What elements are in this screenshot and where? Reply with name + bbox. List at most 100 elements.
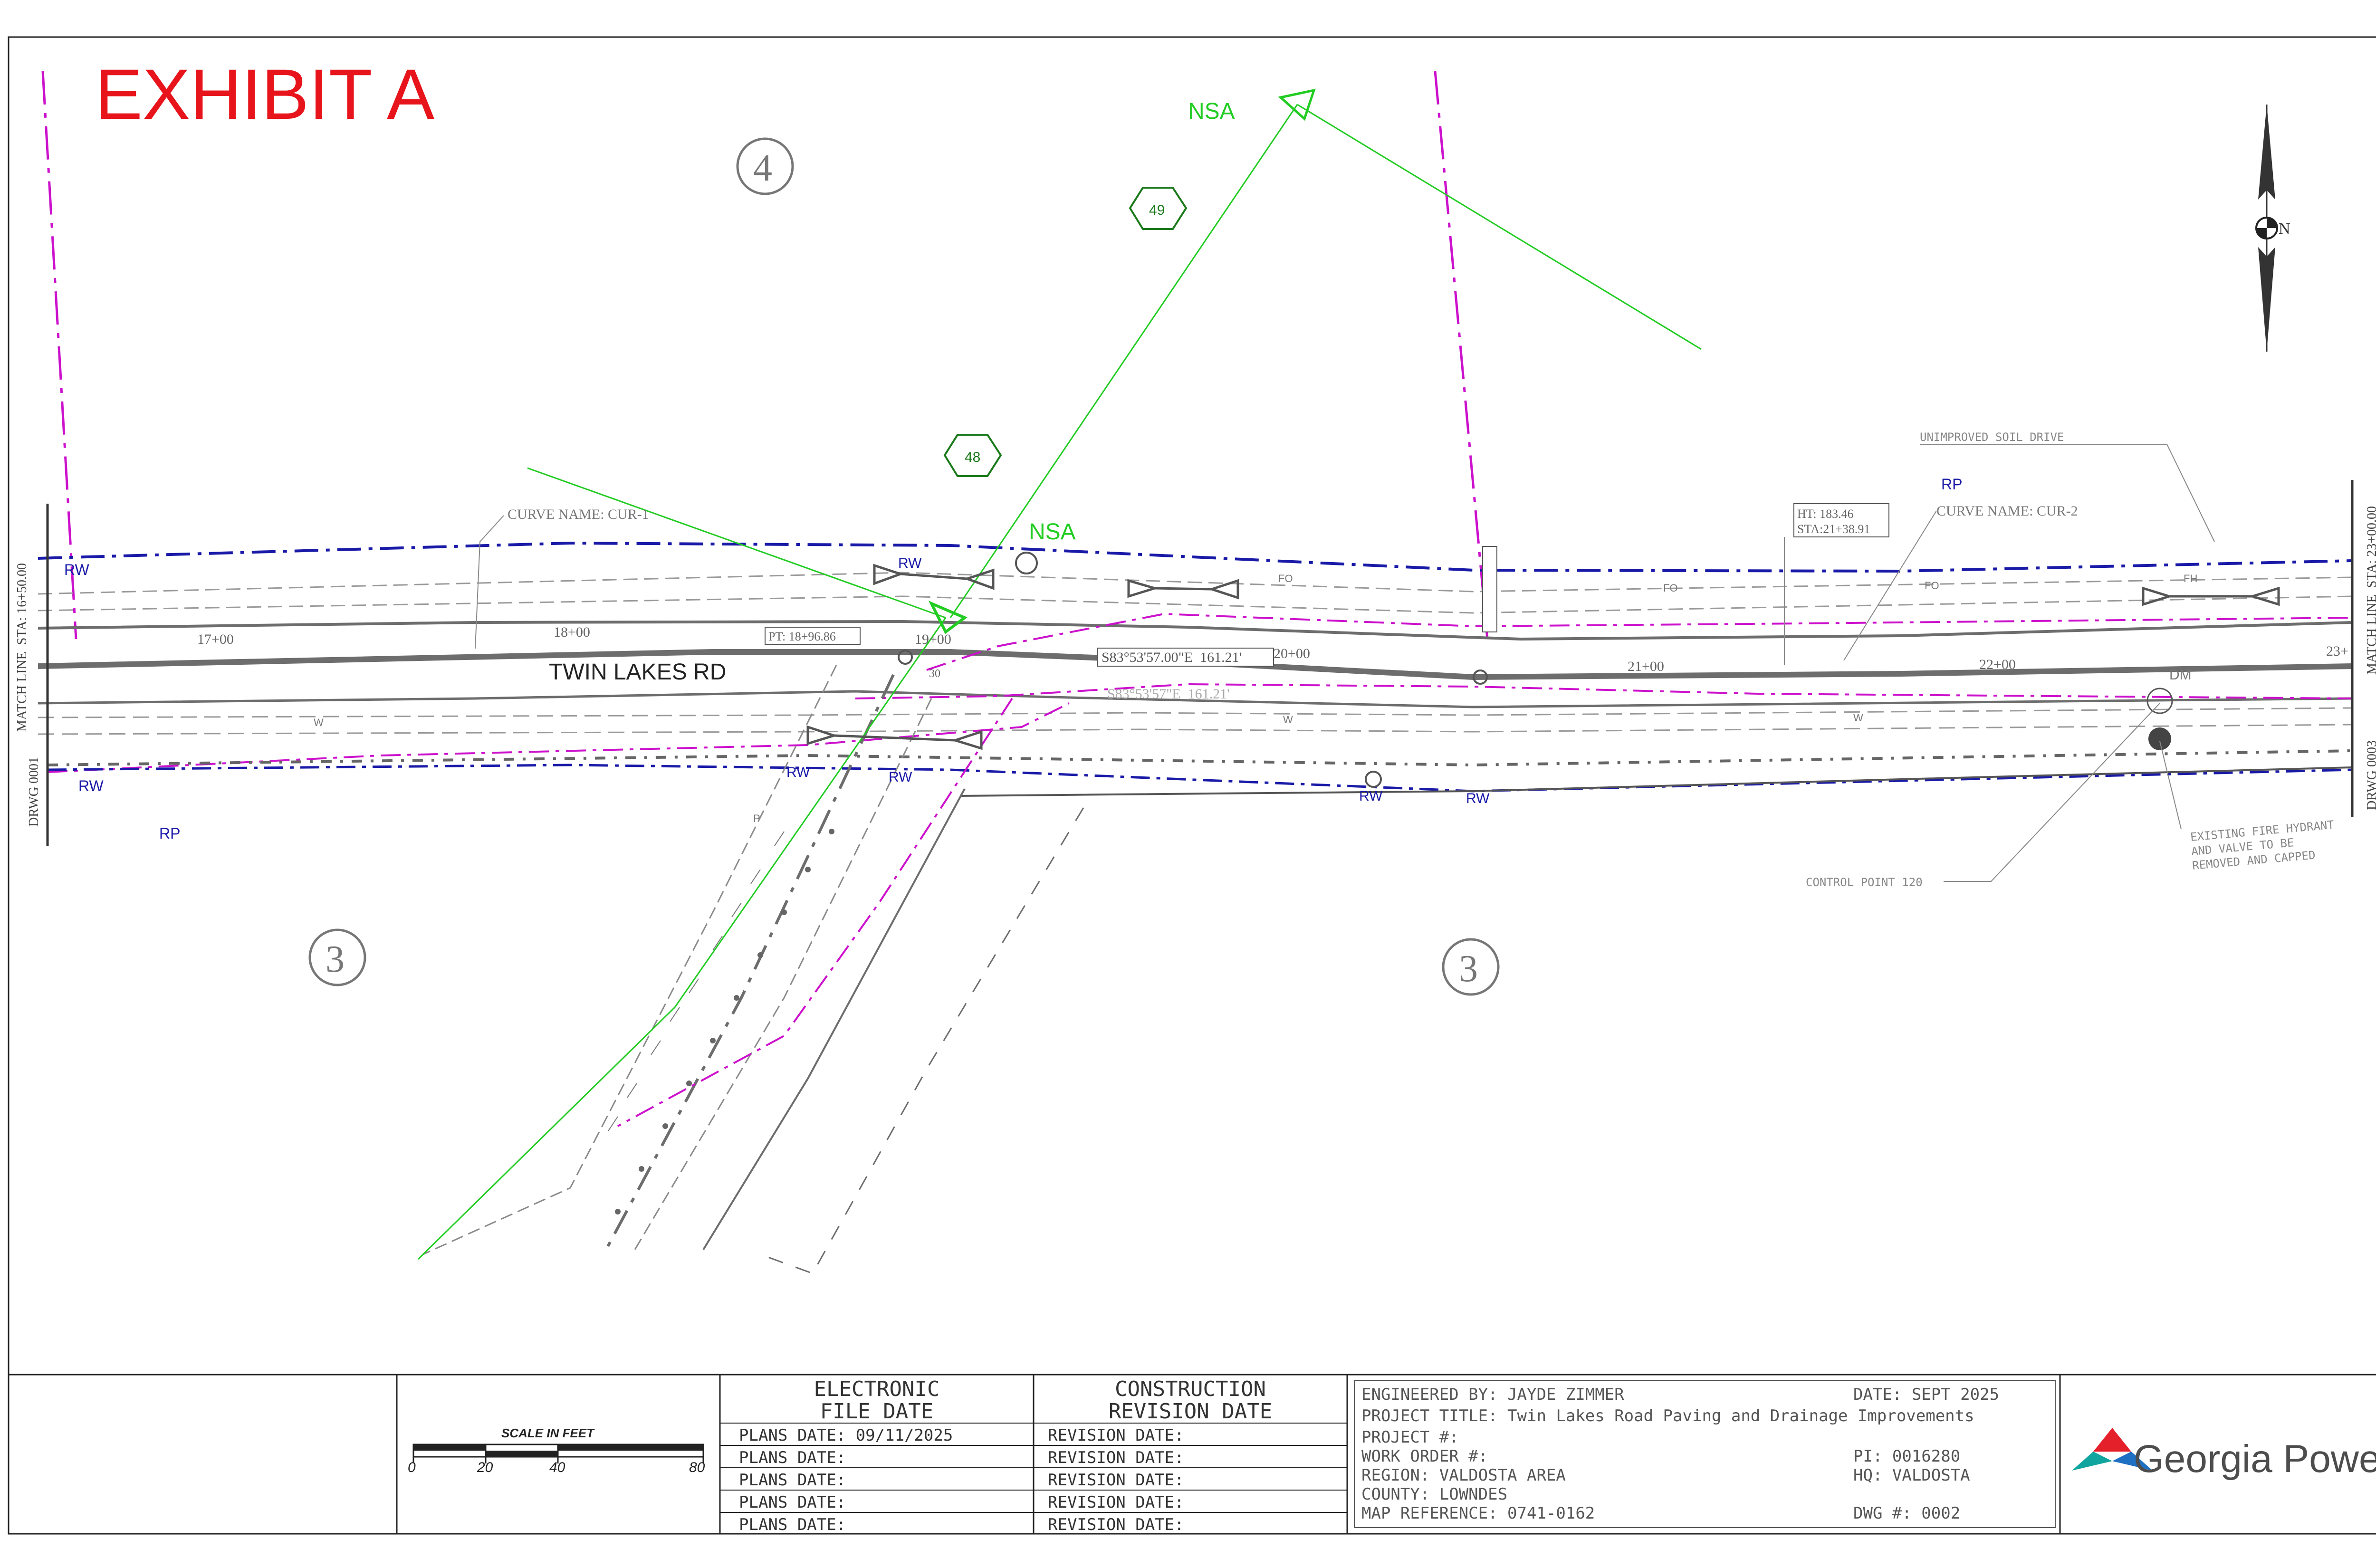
georgia-power-logo: Georgia Power [2072,1428,2376,1481]
valve-symbol [2148,727,2171,750]
electronic-file-date-table: ELECTRONIC FILE DATE PLANS DATE: 09/11/2… [720,1377,1034,1534]
road-utility-line-2 [38,595,2353,614]
bearing-label-1: S83°53'57.00"E 161.21' [1102,650,1242,665]
diagonal-road-1 [602,674,895,1255]
parcel-marker-3-west [308,928,366,986]
station-17: 17+00 [197,631,234,647]
construction-row-1: REVISION DATE: [1048,1426,1184,1445]
engineered-by: ENGINEERED BY: JAYDE ZIMMER [1361,1385,1624,1404]
logo-red-facet [2093,1428,2131,1452]
map-drawing [38,71,2354,1274]
north-label: N [2279,220,2290,238]
electronic-row-3: PLANS DATE: [739,1471,846,1490]
magenta-proposed-north [926,612,2353,671]
leader-hydrant [2159,741,2182,830]
rw-label-sw: RW [78,777,104,794]
diagonal-road-3 [702,788,966,1251]
fh-label: FH [2184,573,2197,584]
pi-number: PI: 0016280 [1853,1447,1960,1466]
guy-dots [615,829,834,1214]
project-title: PROJECT TITLE: Twin Lakes Road Paving an… [1361,1406,1974,1425]
scale-tick-0: 0 [408,1460,416,1475]
diagonal-magenta [617,698,1013,1127]
drwg-right-label: DRWG 0003 [2365,740,2376,810]
rw-label-a: RW [898,555,922,571]
nsa-line-east [1297,104,1702,350]
rw-label-d: RW [1359,788,1383,804]
construction-row-3: REVISION DATE: [1048,1471,1184,1490]
logo-text: Georgia Power [2134,1437,2376,1481]
curve-1-label: CURVE NAME: CUR-1 [508,507,649,522]
road-utility-line-1 [38,572,2353,595]
bearing-label-box [1097,648,1274,667]
pt-label: PT: 18+96.86 [768,630,836,643]
station-18: 18+00 [554,624,590,640]
county: COUNTY: LOWNDES [1361,1485,1507,1504]
road-edge-north [38,620,2353,641]
rw-label-b: RW [786,765,810,780]
station-20: 20+00 [1274,646,1310,661]
title-block: SCALE IN FEET 0 20 40 80 ELECTRONIC FILE… [396,1375,2376,1534]
w-label-2: W [1283,714,1293,726]
rw-label-e: RW [1466,791,1490,806]
match-line-right-label: MATCH LINE STA: 23+00.00 [2365,506,2376,675]
match-line-left-label: MATCH LINE STA: 16+50.00 [15,563,29,732]
construction-header-1: CONSTRUCTION [1115,1377,1266,1401]
green-tie-diagonal [417,617,947,1260]
construction-row-5: REVISION DATE: [1048,1515,1184,1534]
magenta-proposed-south [47,702,1070,773]
construction-row-2: REVISION DATE: [1048,1448,1184,1467]
electronic-row-1: PLANS DATE: 09/11/2025 [739,1426,953,1445]
electronic-header-1: ELECTRONIC [814,1377,940,1401]
exhibit-title: EXHIBIT A [95,54,434,134]
manhole-4 [1365,771,1382,788]
cross-label-30: 30 [929,668,940,680]
station-21: 21+00 [1628,659,1664,674]
nsa-label-north: NSA [1188,99,1235,124]
fo-label-2: FO [1663,582,1678,594]
pole-49-label: 49 [1149,202,1165,218]
electronic-header-2: FILE DATE [820,1399,933,1424]
electronic-row-4: PLANS DATE: [739,1493,846,1512]
ht-label-box [1793,503,1889,537]
pole-hexagon-49 [1129,187,1188,230]
manhole-2 [898,650,913,665]
project-number: PROJECT #: [1361,1428,1459,1447]
logo-teal-facet [2072,1452,2112,1471]
ht-label: HT: 183.46 [1797,507,1854,521]
diagonal-road-west-edge [422,665,837,1255]
electronic-row-2: PLANS DATE: [739,1448,846,1467]
water-line-2 [38,724,2353,735]
nsa-line-west [527,467,946,619]
nsa-line-north [949,104,1298,618]
rp-label-east: RP [1941,476,1962,493]
vertical-label-box [1482,546,1497,632]
bearing-label-2: S83°53'57"E 161.21' [1107,686,1230,702]
fo-label-1: FO [1278,573,1293,584]
parcel-marker-3-east [1442,938,1500,996]
leader-curve-2 [1843,510,1937,661]
station-19: 19+00 [915,631,951,647]
station-22: 22+00 [1979,657,2016,672]
scale-tick-80: 80 [689,1460,705,1475]
construction-row-4: REVISION DATE: [1048,1493,1184,1512]
water-line-1 [38,707,2353,718]
nsa-triangle-north [1278,88,1316,121]
diagonal-road-2 [631,698,932,1255]
leader-curve-1 [475,515,504,649]
road-utility-south [47,749,2353,767]
rp-label-west: RP [159,825,180,842]
map-labels: TWIN LAKES RD NSA NSA 48 49 4 3 3 RW RW … [15,99,2376,990]
parcel-3-west-label: 3 [326,938,345,980]
sta-ht-label: STA:21+38.91 [1797,522,1870,536]
parcel-3-east-label: 3 [1459,948,1478,990]
parcel-marker-4 [736,137,794,195]
drainage-structures [806,564,2280,750]
manhole-1 [1015,552,1038,574]
power-line-center [1434,71,1489,640]
diagonal-far-east [760,807,1084,1274]
pole-48-label: 48 [965,449,980,465]
scale-tick-20: 20 [477,1460,493,1475]
project-date: DATE: SEPT 2025 [1853,1385,1999,1404]
road-edge-south [38,690,2353,708]
